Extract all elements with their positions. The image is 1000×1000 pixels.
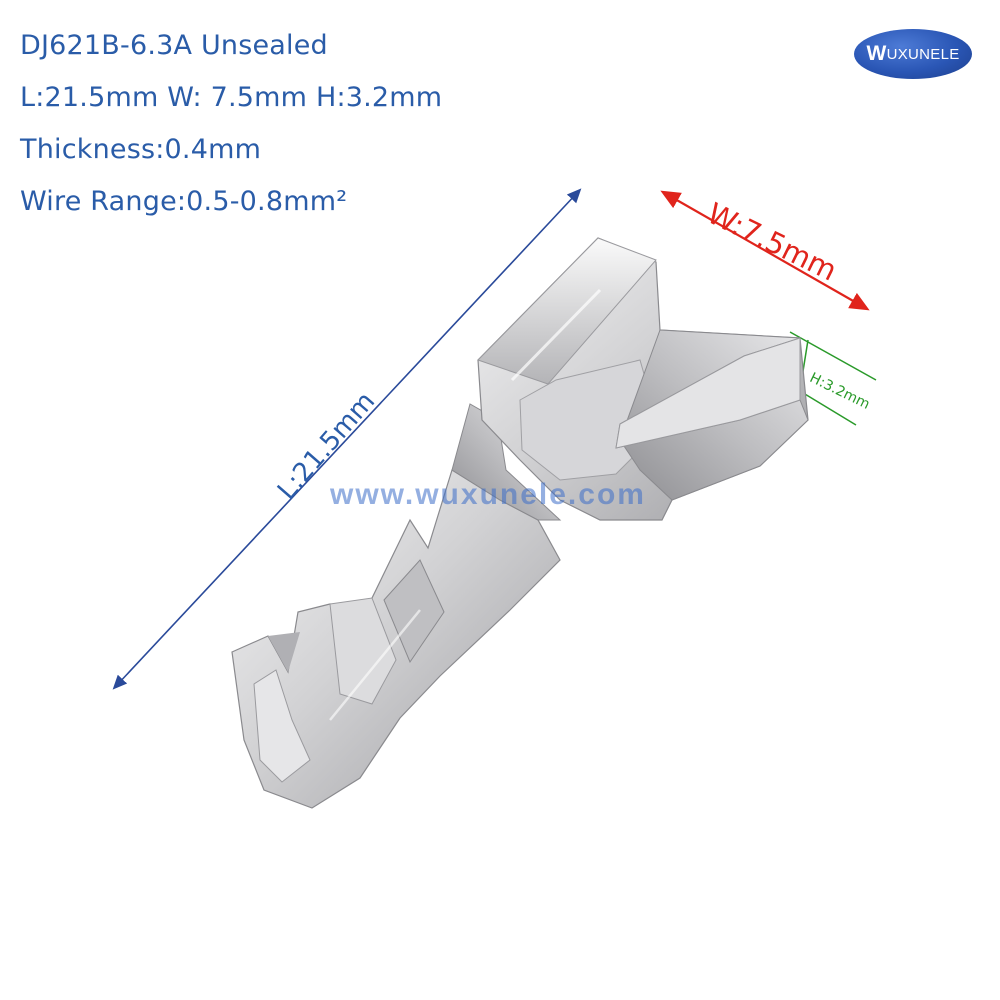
watermark-url: www.wuxunele.com [330, 478, 646, 511]
logo-text: UXUNELE [886, 45, 960, 63]
height-dimension-line-top [789, 331, 877, 381]
spec-model: DJ621B-6.3A Unsealed [20, 30, 328, 61]
crimp-terminal [231, 237, 809, 809]
width-dimension-line [660, 190, 870, 311]
spec-thickness: Thickness:0.4mm [20, 134, 262, 165]
logo-initial: W [866, 42, 887, 65]
spec-dimensions: L:21.5mm W: 7.5mm H:3.2mm [20, 82, 443, 113]
length-dimension-line [112, 188, 582, 690]
